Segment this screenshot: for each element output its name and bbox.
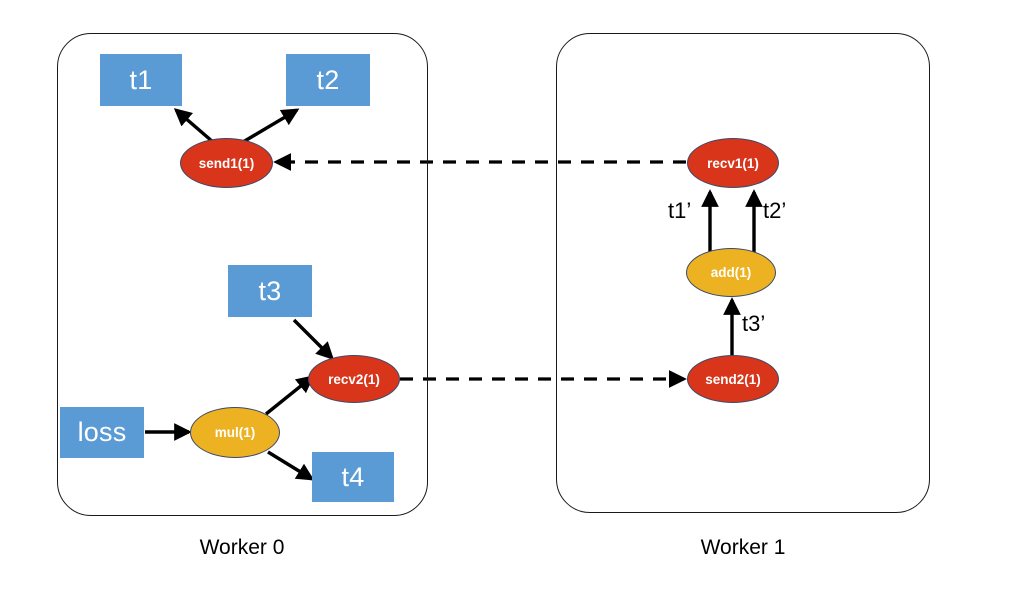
node-recv2[interactable]: recv2(1) (308, 355, 400, 403)
edge-send1-to-t1 (173, 108, 215, 144)
node-mul[interactable]: mul(1) (190, 407, 280, 458)
edge-send1-to-t2 (242, 108, 300, 144)
edge-label-t1-prime: t1’ (668, 198, 692, 223)
worker1-caption: Worker 1 (700, 536, 786, 559)
edge-mul-to-t4 (267, 450, 315, 481)
node-t3[interactable]: t3 (228, 265, 312, 317)
node-send2[interactable]: send2(1) (687, 355, 779, 403)
edge-label-t3-prime: t3’ (742, 311, 766, 336)
worker0-container (57, 33, 428, 516)
edge-mul-to-recv2 (264, 375, 315, 416)
worker0-caption: Worker 0 (199, 536, 285, 559)
node-t4[interactable]: t4 (312, 452, 394, 502)
node-recv1[interactable]: recv1(1) (687, 138, 779, 188)
node-t1[interactable]: t1 (100, 54, 182, 106)
edge-t3-to-recv2 (292, 318, 335, 361)
node-send1[interactable]: send1(1) (180, 138, 273, 188)
edge-label-t2-prime: t2’ (763, 198, 787, 223)
worker1-container (556, 33, 930, 513)
node-add[interactable]: add(1) (686, 248, 776, 297)
node-loss[interactable]: loss (60, 407, 144, 458)
node-t2[interactable]: t2 (286, 54, 370, 106)
